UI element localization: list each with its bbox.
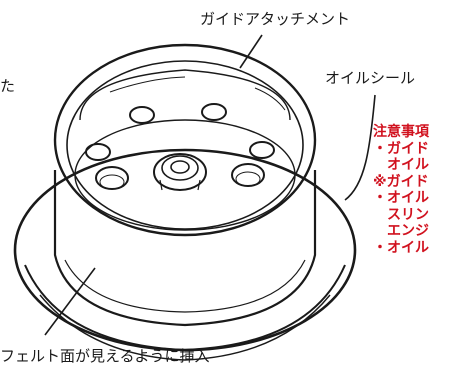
- oil-seal-label: オイルシール: [325, 69, 416, 87]
- left-text-fragment: た: [0, 77, 16, 95]
- caution-line: エンジ: [373, 223, 429, 240]
- caution-line: ・ガイド: [373, 140, 429, 157]
- caution-heading: 注意事項: [373, 124, 429, 140]
- caution-line: ※ガイド: [373, 173, 429, 190]
- felt-instruction-label: フェルト面が見えるように挿入: [0, 347, 210, 365]
- caution-line: オイル: [373, 157, 429, 174]
- caution-notes: 注意事項 ・ガイド オイル ※ガイド ・オイル スリン エンジ ・オイル: [373, 124, 429, 256]
- caution-line: ・オイル: [373, 239, 429, 256]
- caution-line: ・オイル: [373, 190, 429, 207]
- caution-line: スリン: [373, 206, 429, 223]
- guide-attachment-label: ガイドアタッチメント: [200, 10, 351, 28]
